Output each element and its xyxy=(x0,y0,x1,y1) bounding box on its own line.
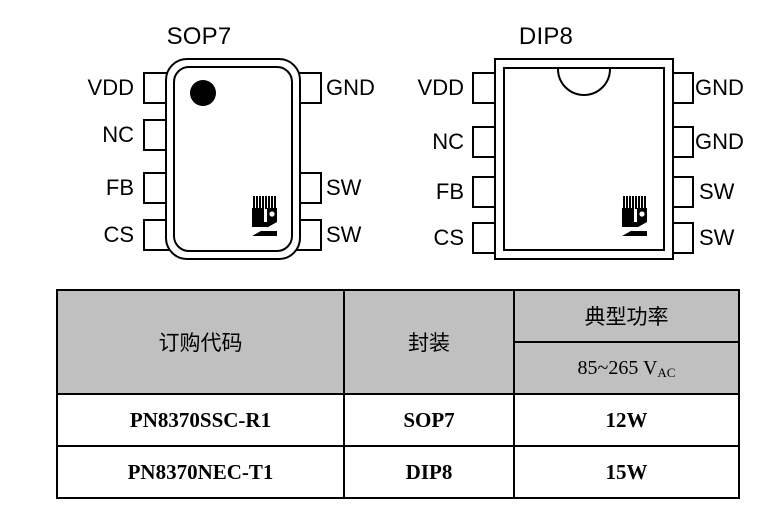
table-header-row: 订购代码 封装 典型功率 xyxy=(56,289,740,395)
chip-body-sop7 xyxy=(165,58,301,260)
pin-label-dip8-vdd: VDD xyxy=(417,75,464,100)
package-title-dip8: DIP8 xyxy=(518,23,574,50)
nj-semi-logo-icon xyxy=(618,196,652,236)
dip8-notch-icon xyxy=(557,69,611,96)
cell-power: 12W xyxy=(513,393,740,447)
chip-body-inner-sop7 xyxy=(173,66,293,252)
table-row: PN8370NEC-T1 DIP8 15W xyxy=(56,445,740,499)
pin-label-dip8-fb: FB xyxy=(435,179,464,204)
column-header-package: 封装 xyxy=(343,289,515,395)
pin-label-dip8-nc: NC xyxy=(432,129,464,154)
pin-label-sop7-nc: NC xyxy=(102,122,134,147)
chip-body-dip8 xyxy=(494,58,674,260)
cell-package: SOP7 xyxy=(343,393,515,447)
package-title-sop7: SOP7 xyxy=(166,23,232,50)
cell-package: DIP8 xyxy=(343,445,515,499)
pin-label-dip8-gnd2: GND xyxy=(695,129,744,154)
cell-order-code: PN8370NEC-T1 xyxy=(56,445,345,499)
pin-label-dip8-sw1: SW xyxy=(699,179,735,204)
pin-label-sop7-gnd: GND xyxy=(326,75,375,100)
ordering-information-table: 订购代码 封装 典型功率 85~265 VAC PN8370SSC-R1 SOP… xyxy=(56,289,740,499)
column-header-voltage-range: 85~265 VAC xyxy=(513,341,740,395)
cell-power: 15W xyxy=(513,445,740,499)
table-subheader-row: 85~265 VAC xyxy=(57,341,740,395)
pin-label-sop7-vdd: VDD xyxy=(87,75,134,100)
pin-label-sop7-cs: CS xyxy=(103,222,134,247)
pin-label-dip8-gnd1: GND xyxy=(695,75,744,100)
pin-label-sop7-sw1: SW xyxy=(326,175,362,200)
table-row: PN8370SSC-R1 SOP7 12W xyxy=(56,393,740,447)
chip-body-inner-dip8 xyxy=(503,67,665,251)
package-diagrams: SOP7 VDD NC FB CS GND SW SW xyxy=(86,0,744,285)
pin1-marker-dot-icon xyxy=(190,80,216,106)
pin-label-sop7-sw2: SW xyxy=(326,222,362,247)
column-header-order-code: 订购代码 xyxy=(56,289,345,395)
pin-label-sop7-fb: FB xyxy=(105,175,134,200)
voltage-range-subscript: AC xyxy=(657,364,676,380)
package-diagram-sop7: SOP7 VDD NC FB CS GND SW SW xyxy=(86,0,375,285)
package-diagram-dip8: DIP8 VDD NC FB CS GND GND SW SW xyxy=(418,0,744,285)
nj-semi-logo-icon xyxy=(248,196,282,236)
pin-label-dip8-sw2: SW xyxy=(699,225,735,250)
cell-order-code: PN8370SSC-R1 xyxy=(56,393,345,447)
voltage-range-value: 85~265 V xyxy=(577,356,658,379)
pin-label-dip8-cs: CS xyxy=(433,225,464,250)
column-header-typical-power: 典型功率 xyxy=(513,289,740,343)
